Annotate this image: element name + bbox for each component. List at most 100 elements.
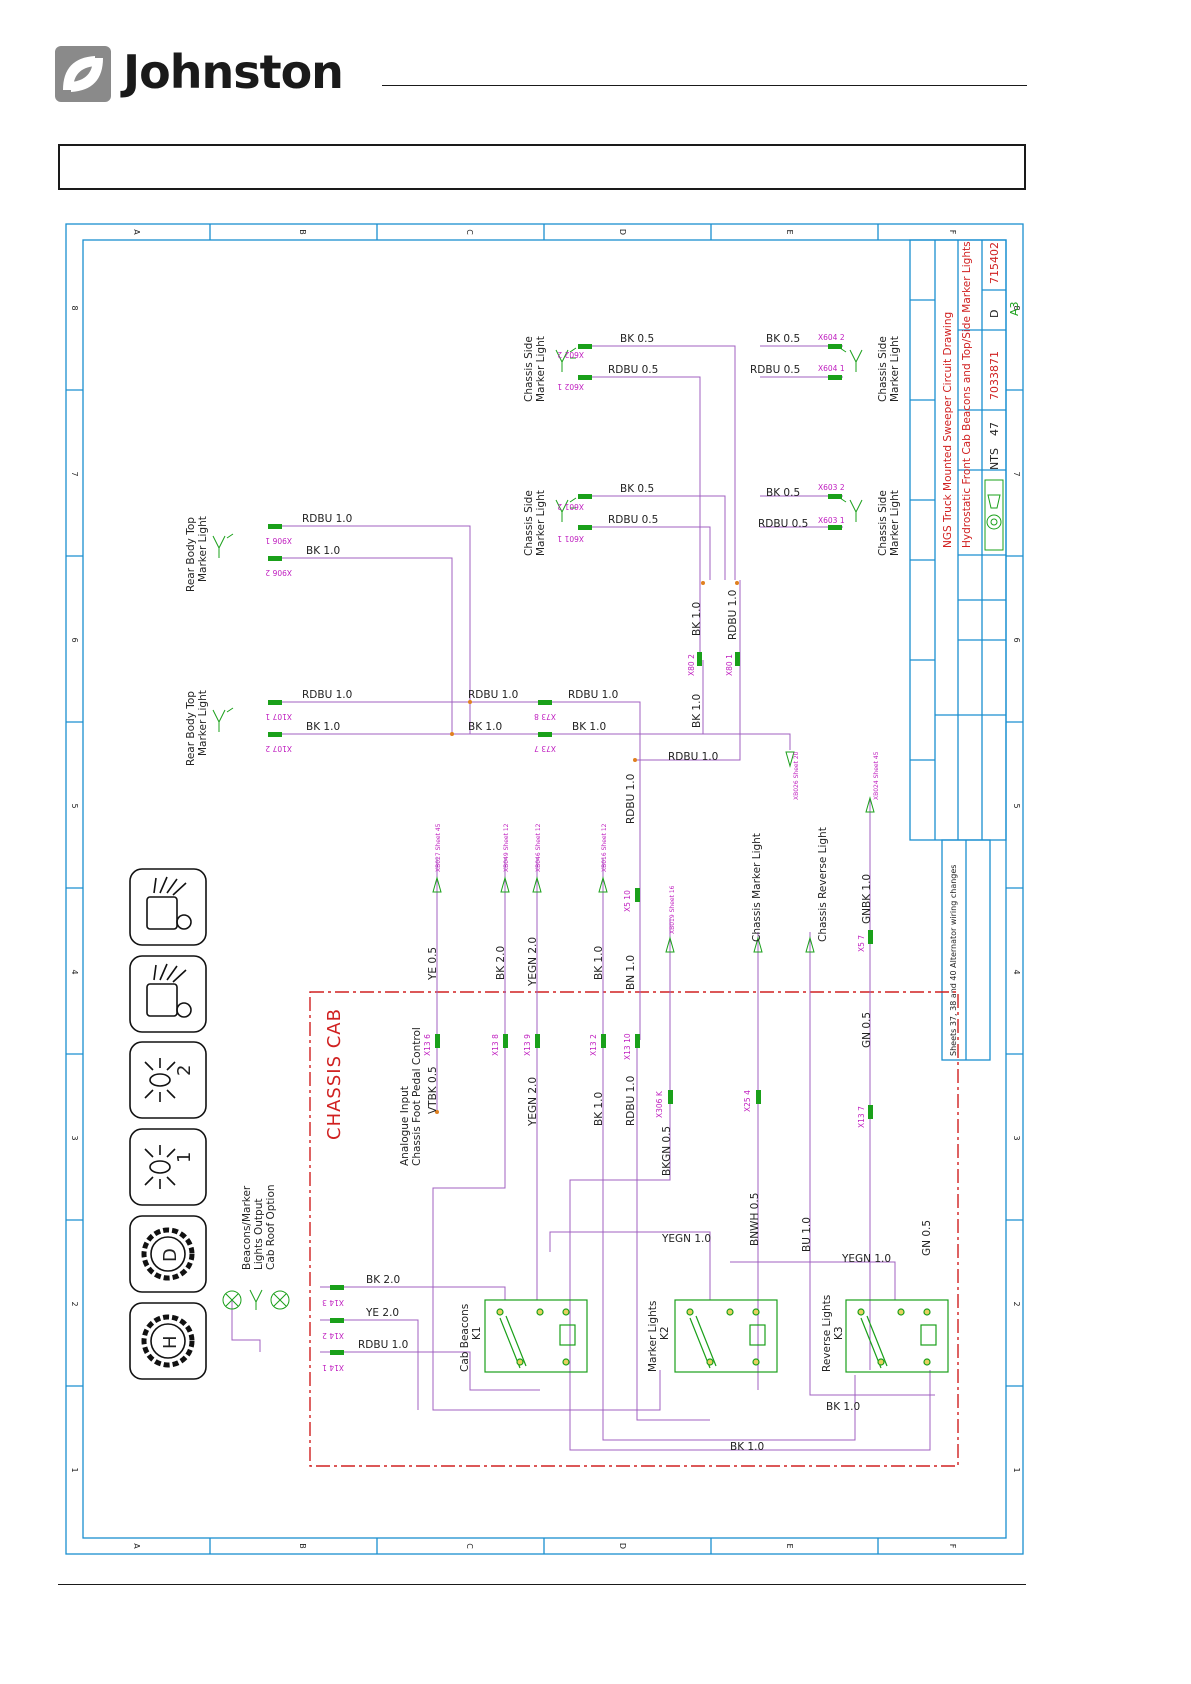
sheet-ref: XB027 Sheet 45 — [435, 823, 442, 872]
connector-label: X602 1 — [557, 382, 584, 391]
frame-column-label: C — [465, 1543, 474, 1549]
connector-label: X604 2 — [818, 333, 845, 342]
wire-label: RDBU 1.0 — [625, 1076, 637, 1126]
connector-label: X906 1 — [265, 536, 292, 545]
chassis-side-marker-label: Chassis Side — [523, 490, 535, 556]
gear-d-label: D — [160, 1248, 181, 1262]
wire-label: YEGN 1.0 — [841, 1253, 891, 1265]
wire-label: YEGN 1.0 — [661, 1233, 711, 1245]
connector-pins — [268, 344, 873, 1355]
connector-label: X602 2 — [557, 350, 584, 359]
frame-row-label: 5 — [1012, 803, 1021, 808]
title-description-2: Hydrostatic Front Cab Beacons and Top/Si… — [961, 241, 973, 548]
connector-label: X13 10 — [623, 1033, 632, 1060]
frame-row-label: 8 — [1012, 305, 1021, 310]
connector-label: X601 1 — [557, 534, 584, 543]
frame-row-label: 3 — [1012, 1135, 1021, 1140]
sheet-ref: XB016 Sheet 12 — [601, 823, 608, 872]
analogue-input-label: Analogue Input — [399, 1086, 411, 1166]
relay-k1-label: K1 — [471, 1326, 483, 1340]
chassis-marker-light-label: Chassis Marker Light — [751, 833, 763, 942]
frame-column-label: A — [132, 1543, 141, 1549]
frame-column-label: B — [298, 229, 307, 235]
relay-k2-label: Marker Lights — [647, 1301, 659, 1372]
relay-k1 — [484, 1299, 588, 1373]
frame-column-label: F — [948, 230, 957, 235]
chassis-side-marker-label: Marker Light — [535, 336, 547, 402]
zone-label: CHASSIS CAB — [324, 1008, 345, 1140]
connector-label: X80 2 — [687, 654, 696, 676]
wire-label: RDBU 1.0 — [668, 751, 718, 763]
title-size: A3 — [1008, 301, 1021, 316]
frame-column-label: B — [298, 1543, 307, 1549]
chassis-side-marker-label: Chassis Side — [877, 490, 889, 556]
sheet-ref: XB026 Sheet 20 — [793, 751, 800, 800]
frame-column-label: A — [132, 229, 141, 235]
marker-lights-1-label: 1 — [174, 1152, 195, 1163]
connector-label: X107 2 — [265, 744, 292, 753]
wire-label: YEGN 2.0 — [527, 1077, 539, 1127]
footer-rule — [58, 1584, 1026, 1585]
frame-row-label: 6 — [70, 637, 79, 642]
wire-label: BK 0.5 — [620, 483, 654, 495]
connector-label: X14 1 — [322, 1363, 344, 1372]
wire-label: RDBU 1.0 — [468, 689, 518, 701]
connector-label: X80 1 — [725, 654, 734, 676]
wire-label: RDBU 0.5 — [750, 364, 800, 376]
connector-label: X13 8 — [491, 1034, 500, 1056]
relay-k2 — [674, 1299, 778, 1373]
drawing-frame — [65, 223, 1024, 1555]
chassis-side-marker-label: Marker Light — [889, 336, 901, 402]
frame-row-label: 4 — [1012, 969, 1021, 974]
beacons-output-label: Beacons/Marker — [241, 1185, 253, 1270]
wire-label: YE 2.0 — [365, 1307, 399, 1319]
wire-label: BK 1.0 — [572, 721, 606, 733]
johnston-logo-icon — [55, 46, 111, 102]
chassis-side-marker-label: Chassis Side — [877, 336, 889, 402]
title-box — [58, 144, 1026, 190]
connector-labels: X602 2 X602 1 X601 2 X601 1 X604 2 X604 … — [265, 333, 866, 1372]
wire-label: RDBU 0.5 — [608, 514, 658, 526]
beacons-output-label: Lights Output — [253, 1199, 265, 1271]
frame-row-label: 1 — [1012, 1467, 1021, 1472]
junction-dots — [435, 581, 739, 1114]
title-scale: NTS — [988, 448, 1001, 470]
icon-legend — [129, 868, 207, 1380]
frame-row-label: 7 — [70, 471, 79, 476]
wire-label: BK 1.0 — [468, 721, 502, 733]
gear-d-icon — [129, 1215, 207, 1293]
relay-k3-label: Reverse Lights — [821, 1295, 833, 1372]
wire-label: RDBU 0.5 — [758, 518, 808, 530]
relay-k3 — [845, 1299, 949, 1373]
relay-k3-label: K3 — [833, 1326, 845, 1340]
wiring — [231, 345, 935, 1451]
wire-label: BK 0.5 — [766, 333, 800, 345]
wire-label: RDBU 1.0 — [302, 513, 352, 525]
connector-label: X14 3 — [322, 1298, 344, 1307]
chassis-side-marker-label: Chassis Side — [523, 336, 535, 402]
frame-labels: A B C D E F A B C D E F 8 7 6 5 4 3 2 1 … — [70, 229, 1021, 1549]
relays — [484, 1299, 949, 1373]
revision-note: Sheets 37, 38 and 40 Alternator wiring c… — [949, 865, 958, 1056]
wire-label: RDBU 1.0 — [302, 689, 352, 701]
icon-legend-labels: 2 1 D H — [160, 1065, 195, 1349]
frame-row-label: 7 — [1012, 471, 1021, 476]
frame-column-label: D — [618, 229, 627, 235]
wire-label: RDBU 1.0 — [727, 590, 739, 640]
lamp-symbols — [212, 347, 863, 1310]
frame-column-label: D — [618, 1543, 627, 1549]
title-block: NGS Truck Mounted Sweeper Circuit Drawin… — [942, 241, 1021, 1056]
title-ecn: 715402 — [988, 242, 1001, 284]
connector-label: X5 10 — [623, 890, 632, 912]
projection-symbol-icon — [984, 479, 1004, 551]
frame-column-label: E — [785, 1543, 794, 1548]
frame-row-label: 2 — [70, 1301, 79, 1306]
gear-h-icon — [129, 1302, 207, 1380]
chassis-side-marker-label: Marker Light — [535, 490, 547, 556]
wire-label: BK 1.0 — [593, 1092, 605, 1126]
title-sheet: 47 — [988, 422, 1001, 436]
connector-label: X107 1 — [265, 712, 292, 721]
sheet-refs: XB026 Sheet 20 XB024 Sheet 45 XB027 Shee… — [435, 751, 880, 934]
rear-body-top-label: Rear Body Top — [185, 517, 197, 592]
